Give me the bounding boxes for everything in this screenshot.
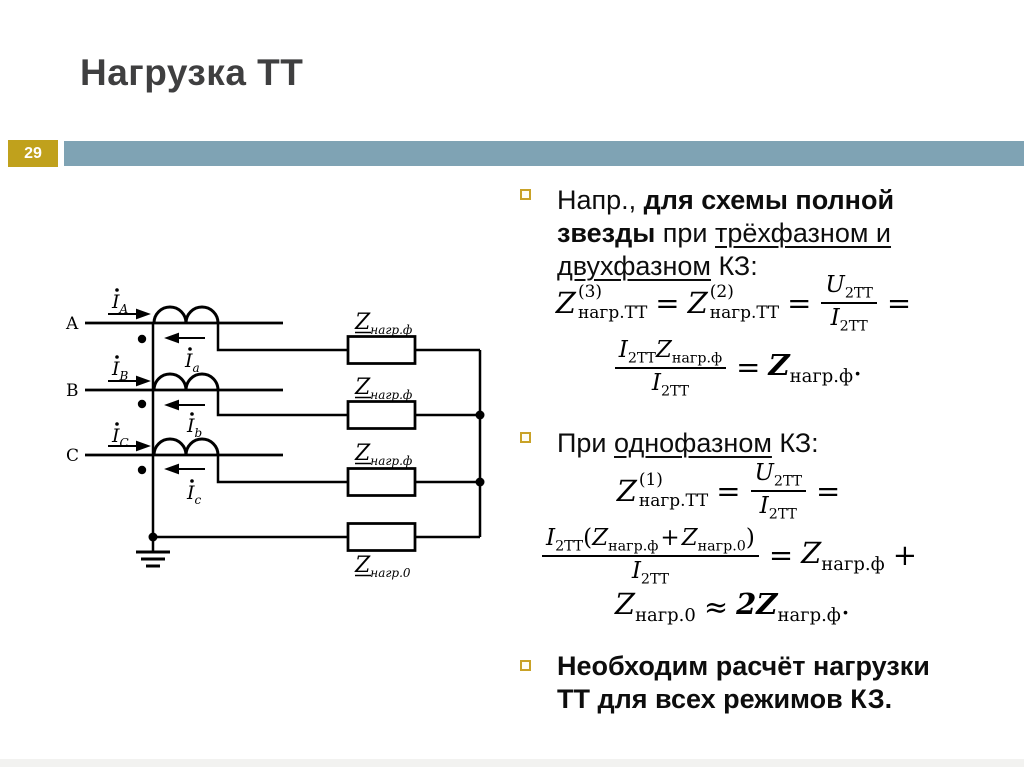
ct-b-symbol [152,372,220,391]
load-resistors [346,335,417,552]
load-resistor-neutral [346,522,417,552]
polarity-dots [137,334,147,475]
page-title: Нагрузка ТТ [80,52,304,93]
bullet-2-plain2: КЗ: [771,428,819,458]
secondary-current-labels: Ia Ib Ic [184,347,202,507]
formula-2-line-3: Zнагр.0 ≈ 2Zнагр.ф. [614,587,851,627]
load-resistor-phase-b [346,400,417,430]
polarity-dot-c [137,465,147,475]
arrow-ia-head [136,308,151,320]
accent-bar [64,141,1024,166]
bullet-3-text: Необходим расчёт нагрузки ТТ для всех ре… [557,650,952,716]
secondary-wiring [216,323,482,539]
bullet-3-bold: Необходим расчёт нагрузки ТТ для всех ре… [557,651,930,714]
bullet-1-underlined: трёхфазном и двухфазном [557,218,892,281]
arrow-isc-head [164,463,179,475]
dot-above-isb [190,412,194,416]
phase-c-label: C [66,446,79,466]
ct-circuit-diagram: A B C [65,288,485,580]
bullet-1-plain3: КЗ: [711,251,758,281]
label-current-ib: IB [111,358,129,383]
polarity-dot-a [137,334,147,344]
label-current-ic: IC [111,425,129,450]
load-resistor-phase-c [346,467,417,497]
load-resistor-phase-a [346,335,417,365]
right-junction-dot-b [475,410,485,420]
label-z-load-c: Zнагр.ф [354,441,412,468]
secondary-current-arrows [164,332,205,475]
polarity-dot-b [137,399,147,409]
dot-above-isa [188,347,192,351]
formula-2-line-2: I2ТТ(Zнагр.ф+Zнагр.0)I2ТТ = Zнагр.ф + [505,525,960,587]
label-current-isb: Ib [186,415,202,440]
bullet-1-plain2: при [655,218,716,248]
load-labels: Zнагр.ф Zнагр.ф Zнагр.ф Zнагр.0 [354,310,412,580]
neutral-junction-dot [148,532,158,542]
arrow-isa-head [164,332,179,344]
secondary-c-wire [216,455,348,484]
ct-a-symbol [152,305,220,324]
label-z-load-a: Zнагр.ф [354,310,412,337]
label-z-load-b: Zнагр.ф [354,375,412,402]
ct-c-symbol [152,437,220,456]
bottom-edge [0,759,1024,767]
primary-current-labels: IA IB IC [111,288,129,450]
arrow-isb-head [164,399,179,411]
bullet-marker-1 [520,189,531,200]
arrow-ib-head [136,375,151,387]
bullet-2-plain: При [557,428,615,458]
bullet-1-plain: Напр., [557,185,644,215]
label-current-ia: IA [111,291,129,316]
ct-symbols [152,305,220,456]
label-z-load-neutral: Zнагр.0 [354,553,411,580]
label-current-isa: Ia [184,350,200,375]
dot-above-ia [115,288,119,292]
bullet-2-underlined: однофазном [614,428,772,458]
right-junction-dot-c [475,477,485,487]
neutral-bus-and-ground [136,323,348,568]
page-number-badge: 29 [8,140,58,167]
dot-above-isc [190,479,194,483]
phase-b-label: B [66,381,79,401]
bullet-1-text: Напр., для схемы полной звезды при трёхф… [557,184,935,283]
dot-above-ib [115,355,119,359]
secondary-a-wire [216,323,348,352]
phase-a-label: A [65,314,79,334]
label-current-isc: Ic [186,482,202,507]
arrow-ic-head [136,440,151,452]
bullet-marker-2 [520,432,531,443]
bullet-1-bold: для схемы полной звезды [557,185,895,248]
bullet-2-text: При однофазном КЗ: [557,427,935,460]
secondary-b-wire [216,390,348,417]
primary-current-arrows [108,308,151,452]
bullet-marker-3 [520,660,531,671]
dot-above-ic [115,422,119,426]
phase-lines [85,321,283,457]
